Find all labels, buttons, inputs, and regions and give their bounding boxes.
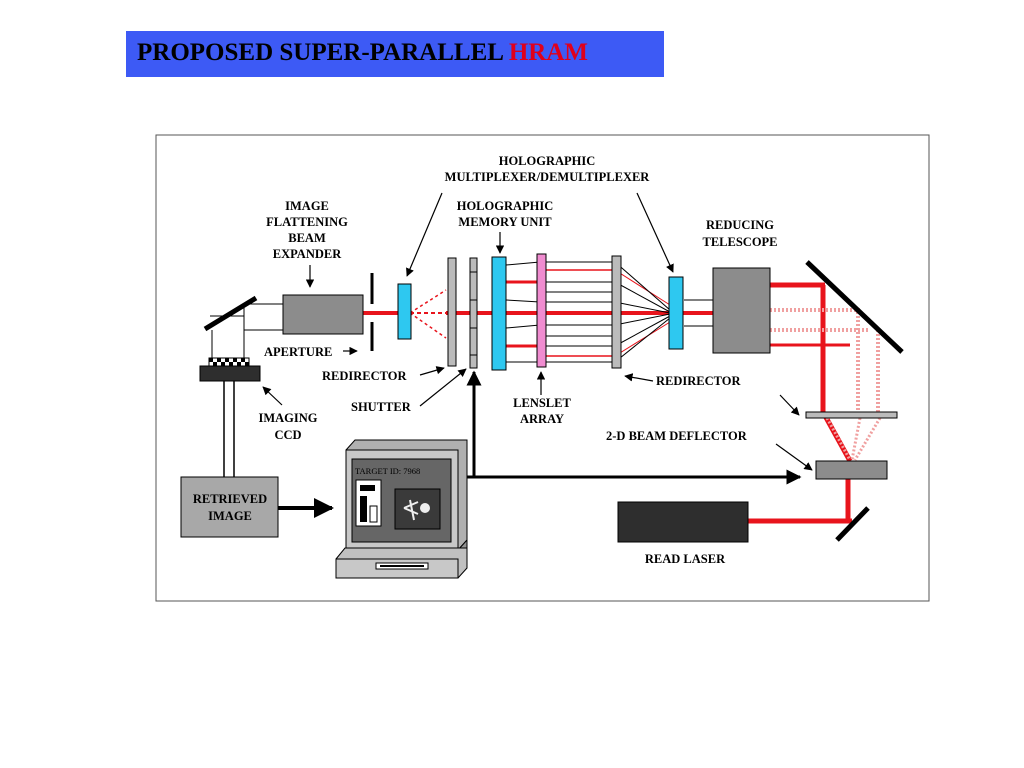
holo-multiplexer-left xyxy=(397,283,412,340)
optical-lines xyxy=(210,261,713,363)
label-ccd-2: CCD xyxy=(274,428,301,442)
beam-deflector xyxy=(815,460,888,480)
label-holo-mux-1: HOLOGRAPHIC xyxy=(499,154,596,168)
label-retrieved-1: RETRIEVED xyxy=(193,492,267,506)
ccd-cable xyxy=(223,381,235,477)
shutter-segments xyxy=(470,271,477,356)
label-holo-mux-2: MULTIPLEXER/DEMULTIPLEXER xyxy=(445,170,651,184)
redirector-bar xyxy=(805,411,898,419)
label-holo-mem-2: MEMORY UNIT xyxy=(458,215,552,229)
title-main: PROPOSED SUPER-PARALLEL xyxy=(137,39,503,66)
redirector-left xyxy=(447,257,457,367)
label-expander-1: IMAGE xyxy=(285,199,329,213)
imaging-ccd xyxy=(199,357,261,382)
label-shutter: SHUTTER xyxy=(351,400,412,414)
beam-expander xyxy=(282,294,364,335)
label-read-laser: READ LASER xyxy=(645,552,726,566)
control-lines xyxy=(466,370,802,485)
label-reducing-1: REDUCING xyxy=(706,218,774,232)
label-aperture: APERTURE xyxy=(264,345,332,359)
label-redirector-left: REDIRECTOR xyxy=(322,369,407,383)
label-ccd-1: IMAGING xyxy=(258,411,317,425)
retrieved-image-box xyxy=(180,476,279,538)
annotation-arrows xyxy=(262,192,813,471)
holo-multiplexer-right xyxy=(668,276,684,350)
label-redirector-right: REDIRECTOR xyxy=(656,374,741,388)
label-expander-4: EXPANDER xyxy=(273,247,342,261)
laser-beams xyxy=(363,269,882,524)
redirector-right xyxy=(611,255,622,369)
slide-title: PROPOSED SUPER-PARALLEL HRAM xyxy=(126,31,664,77)
label-holo-mem-1: HOLOGRAPHIC xyxy=(457,199,554,213)
label-expander-3: BEAM xyxy=(288,231,326,245)
expander-mirror xyxy=(203,295,258,332)
computer-monitor xyxy=(335,439,468,579)
holographic-memory-unit xyxy=(491,256,507,371)
read-laser xyxy=(617,501,749,543)
label-reducing-2: TELESCOPE xyxy=(702,235,777,249)
title-highlight: HRAM xyxy=(508,39,588,66)
lenslet-array xyxy=(536,253,547,368)
label-deflector: 2-D BEAM DEFLECTOR xyxy=(606,429,748,443)
shutter xyxy=(469,257,478,369)
read-laser-mirror xyxy=(835,506,870,542)
telescope-mirror xyxy=(805,260,904,354)
labels: HOLOGRAPHIC MULTIPLEXER/DEMULTIPLEXER HO… xyxy=(193,154,778,566)
label-expander-2: FLATTENING xyxy=(266,215,348,229)
target-id-text: TARGET ID: 7968 xyxy=(355,466,420,476)
label-lenslet-1: LENSLET xyxy=(513,396,571,410)
label-retrieved-2: IMAGE xyxy=(208,509,252,523)
label-lenslet-2: ARRAY xyxy=(520,412,564,426)
reducing-telescope xyxy=(712,267,771,354)
